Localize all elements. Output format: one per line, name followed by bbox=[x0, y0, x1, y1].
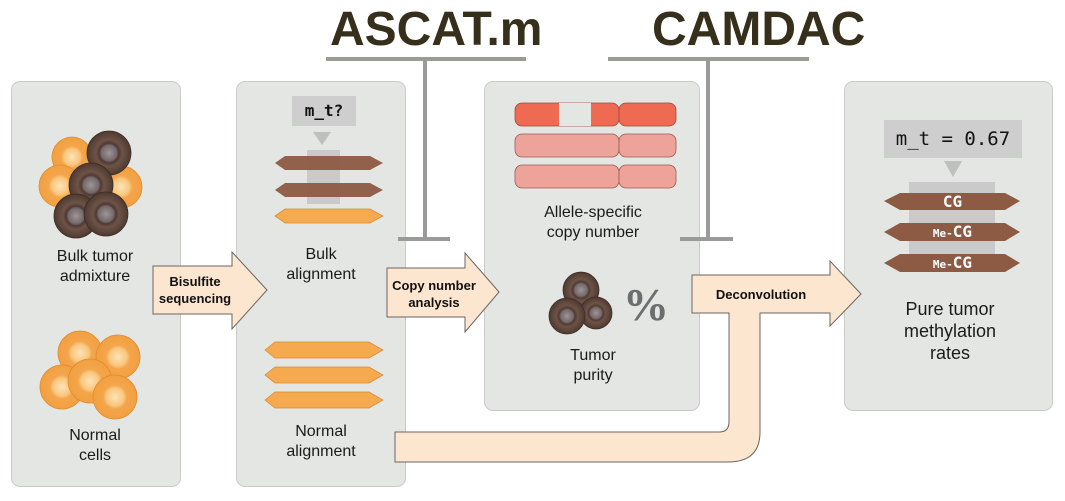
methyl-prefix: Me- bbox=[932, 227, 953, 240]
bulk-tumor-cell-cluster bbox=[38, 130, 143, 239]
bulk-alignment-label-line1: Bulk bbox=[305, 246, 337, 263]
normal-alignment-label-line1: Normal bbox=[295, 423, 347, 440]
ascat-inhibit-stem bbox=[423, 61, 427, 239]
result-pointer-icon bbox=[944, 161, 962, 177]
tumor-methylation-reads bbox=[884, 193, 1020, 272]
allele-specific-cn-label: Allele-specific copy number bbox=[520, 203, 666, 243]
ascat-underline bbox=[326, 57, 526, 61]
camdac-inhibit-stem bbox=[706, 61, 710, 239]
normal-reads bbox=[264, 341, 384, 409]
bulk-alignment-label-line2: alignment bbox=[286, 266, 356, 283]
bisulfite-label-line1: Bisulfite bbox=[169, 274, 221, 289]
copy-number-chromosomes bbox=[514, 102, 677, 189]
copy-number-label-line1: Copy number bbox=[392, 278, 476, 293]
deconvolution-arrow bbox=[394, 259, 862, 463]
bulk-tumor-label: Bulk tumor admixture bbox=[25, 247, 165, 287]
camdac-inhibit-bar bbox=[680, 237, 733, 241]
camdac-underline bbox=[608, 57, 809, 61]
ascat-m-title: ASCAT.m bbox=[330, 3, 543, 56]
ascat-inhibit-bar bbox=[398, 237, 450, 241]
bisulfite-sequencing-label: Bisulfite sequencing bbox=[156, 273, 234, 307]
copy-number-arrow bbox=[386, 251, 500, 334]
query-pointer-icon bbox=[313, 132, 331, 145]
methyl-prefix: Me- bbox=[932, 258, 953, 271]
read-label-me-cg-2: Me-CG bbox=[900, 253, 1005, 272]
bulk-reads bbox=[274, 156, 384, 224]
tumor-purity-cells bbox=[548, 271, 613, 335]
normal-cells-label-line1: Normal bbox=[69, 427, 121, 444]
camdac-title: CAMDAC bbox=[652, 3, 866, 56]
read-site: CG bbox=[952, 253, 973, 272]
bisulfite-label-line2: sequencing bbox=[158, 291, 232, 306]
normal-cell-cluster bbox=[39, 330, 141, 420]
normal-cells-label: Normal cells bbox=[25, 426, 165, 466]
pure-tumor-label-line1: Pure tumor bbox=[905, 299, 995, 319]
tumor-purity-label-line1: Tumor bbox=[570, 347, 616, 364]
query-box: m_t? bbox=[292, 96, 356, 126]
bisulfite-arrow bbox=[152, 250, 268, 331]
deconvolution-label: Deconvolution bbox=[715, 287, 807, 302]
read-label-me-cg-1: Me-CG bbox=[900, 222, 1005, 241]
bulk-tumor-label-line1: Bulk tumor bbox=[56, 248, 134, 265]
result-box: m_t = 0.67 bbox=[884, 120, 1022, 158]
read-site: CG bbox=[952, 222, 973, 241]
copy-number-label-line2: analysis bbox=[408, 295, 460, 310]
copy-number-analysis-label: Copy number analysis bbox=[386, 277, 482, 311]
pure-tumor-label-line3: rates bbox=[929, 343, 971, 363]
read-site: CG bbox=[942, 192, 963, 211]
tumor-purity-label-line2: purity bbox=[573, 367, 613, 384]
bulk-alignment-label: Bulk alignment bbox=[251, 245, 391, 285]
allele-specific-cn-label-line1: Allele-specific bbox=[544, 204, 642, 221]
normal-alignment-label-line2: alignment bbox=[286, 443, 356, 460]
allele-specific-cn-label-line2: copy number bbox=[546, 224, 640, 241]
percent-icon: % bbox=[623, 279, 669, 330]
normal-cells-label-line2: cells bbox=[78, 447, 111, 464]
normal-alignment-label: Normal alignment bbox=[251, 422, 391, 462]
read-label-cg: CG bbox=[900, 192, 1005, 211]
bulk-tumor-label-line2: admixture bbox=[59, 268, 131, 285]
tumor-purity-label: Tumor purity bbox=[520, 346, 666, 386]
pure-tumor-label-line2: methylation bbox=[903, 321, 997, 341]
pure-tumor-methylation-label: Pure tumor methylation rates bbox=[875, 298, 1025, 364]
